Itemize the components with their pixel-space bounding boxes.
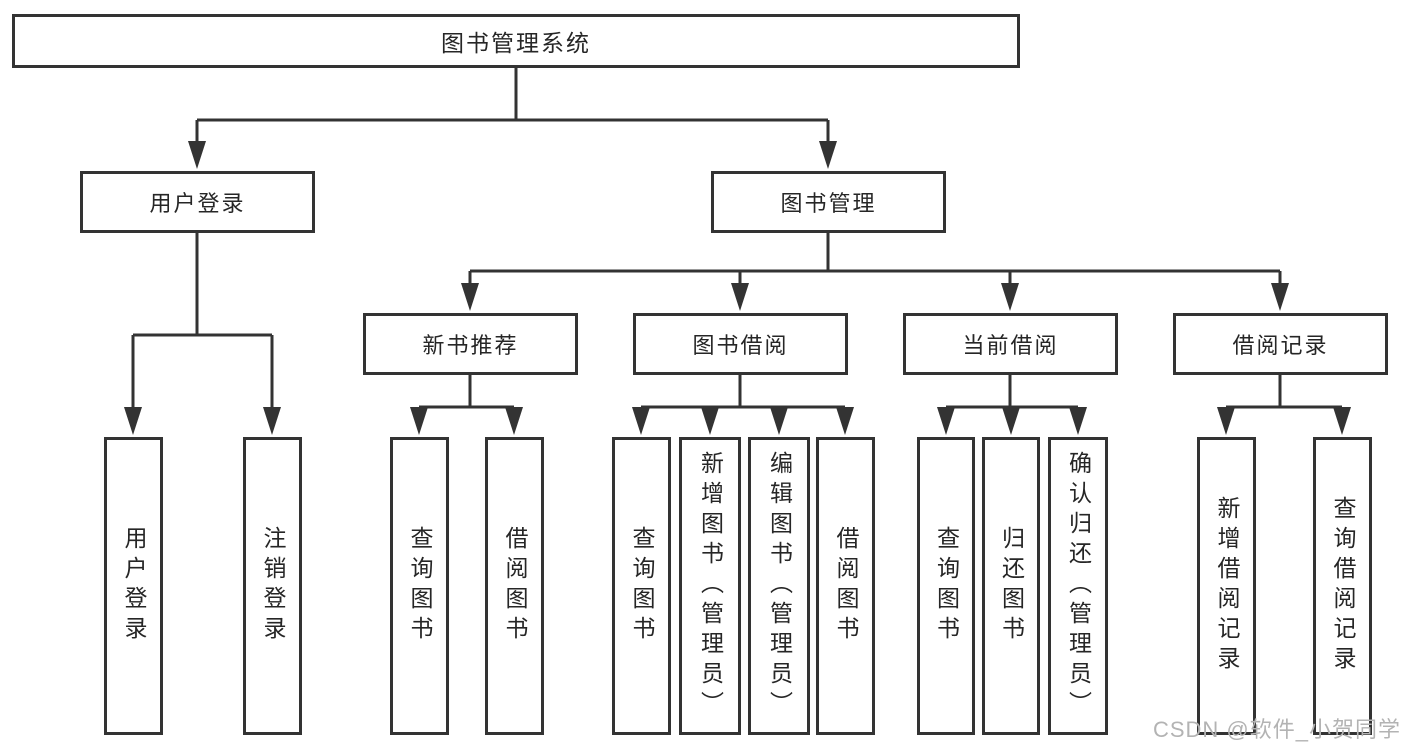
leaf-query-borrow-record: 查询借阅记录 <box>1313 437 1372 735</box>
leaf-borrow-query-book: 查询图书 <box>612 437 671 735</box>
node-new-book-recommend: 新书推荐 <box>363 313 578 375</box>
leaf-logout: 注销登录 <box>243 437 302 735</box>
leaf-edit-book-admin: 编辑图书（管理员） <box>748 437 810 735</box>
watermark-text: CSDN @软件_小贺同学 <box>1152 717 1401 742</box>
node-borrow-records: 借阅记录 <box>1173 313 1388 375</box>
leaf-recommend-query-book: 查询图书 <box>390 437 449 735</box>
leaf-add-book-admin: 新增图书（管理员） <box>679 437 741 735</box>
node-book-borrow: 图书借阅 <box>633 313 848 375</box>
node-user-login: 用户登录 <box>80 171 315 233</box>
leaf-confirm-return-admin: 确认归还（管理员） <box>1048 437 1108 735</box>
leaf-add-borrow-record: 新增借阅记录 <box>1197 437 1256 735</box>
node-current-borrow: 当前借阅 <box>903 313 1118 375</box>
leaf-return-book: 归还图书 <box>982 437 1040 735</box>
node-book-management: 图书管理 <box>711 171 946 233</box>
leaf-user-login: 用户登录 <box>104 437 163 735</box>
leaf-recommend-borrow-book: 借阅图书 <box>485 437 544 735</box>
leaf-current-query-book: 查询图书 <box>917 437 975 735</box>
node-root: 图书管理系统 <box>12 14 1020 68</box>
leaf-borrow-book: 借阅图书 <box>816 437 875 735</box>
